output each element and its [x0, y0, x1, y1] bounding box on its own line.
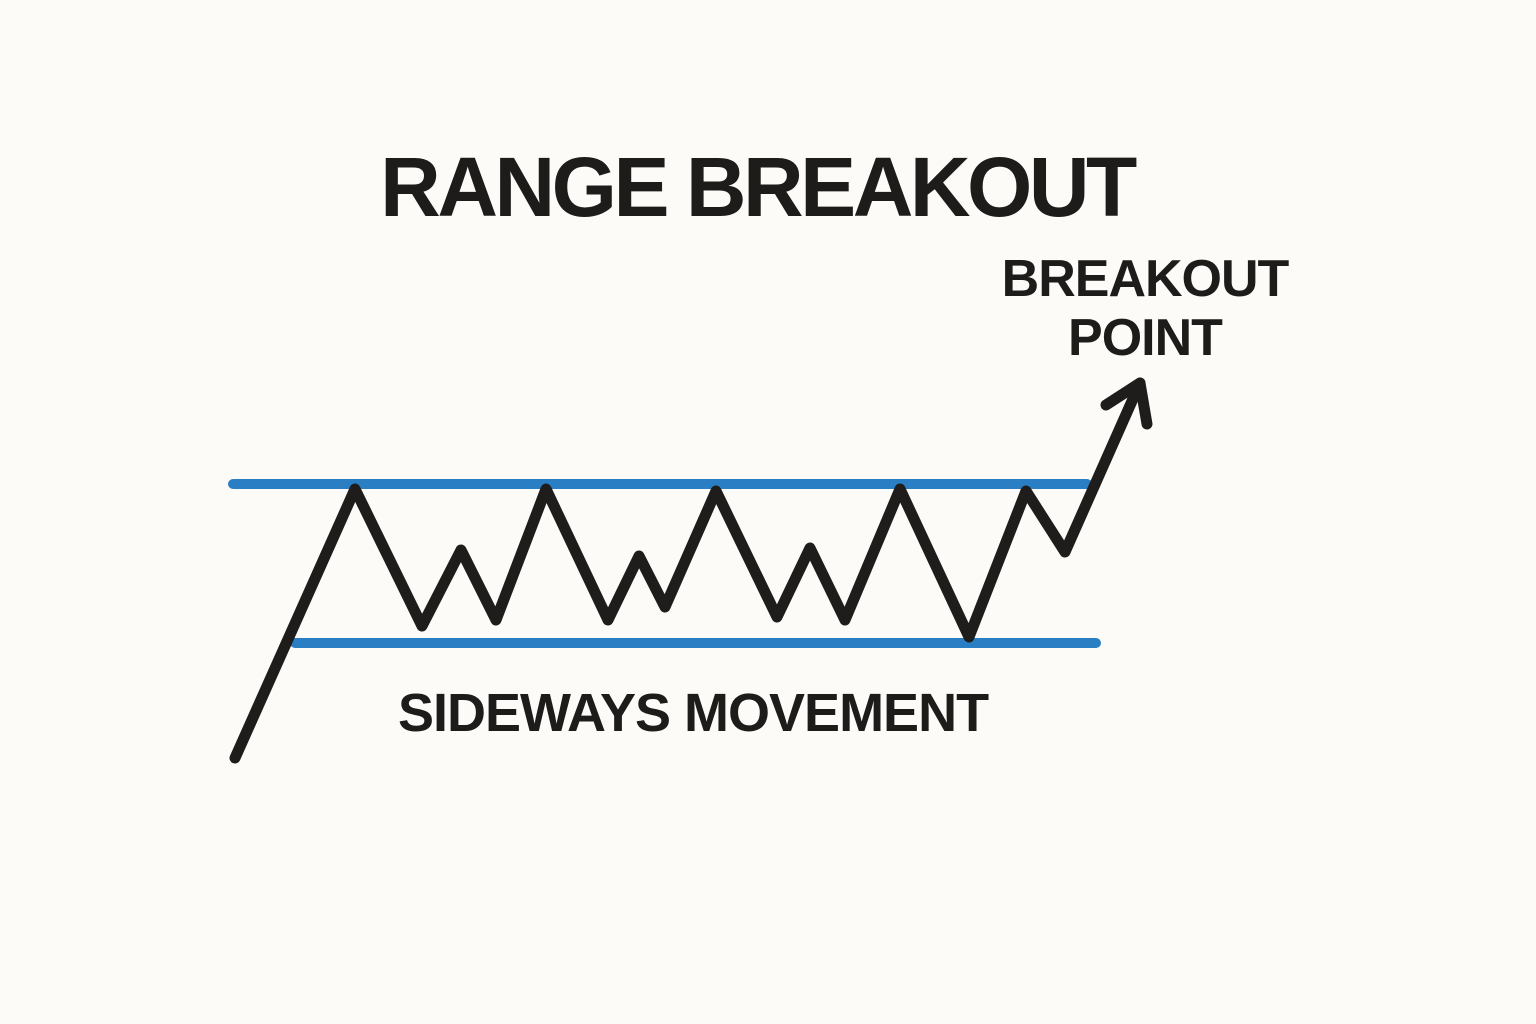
- diagram-title: RANGE BREAKOUT: [380, 140, 1137, 235]
- breakout-point-label-line2: POINT: [1068, 309, 1223, 367]
- breakout-point-label: BREAKOUT POINT: [1001, 250, 1290, 368]
- sideways-movement-label: SIDEWAYS MOVEMENT: [397, 683, 989, 743]
- breakout-point-label-line1: BREAKOUT: [1001, 250, 1290, 308]
- breakout-arrowhead-icon: [1100, 377, 1153, 430]
- price-zigzag-line: [229, 377, 1146, 764]
